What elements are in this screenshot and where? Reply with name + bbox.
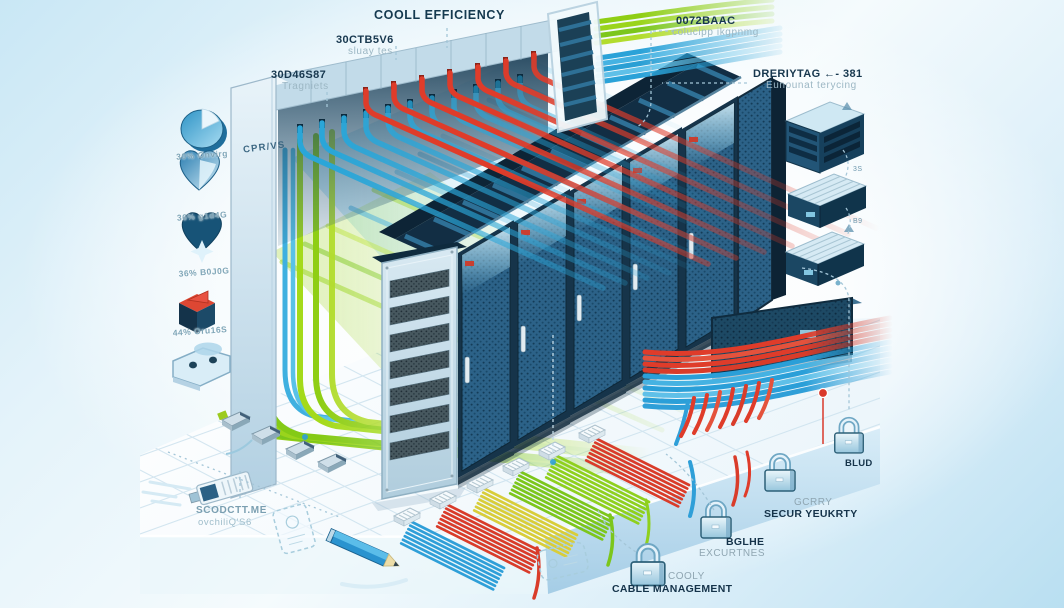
red-cable-arcs (363, 52, 879, 267)
blue-dots (302, 280, 841, 465)
lock-label-line2: EXCURTNES (699, 548, 765, 559)
lock-label-line2: SECUR YEUKRTY (764, 508, 858, 520)
label-top-right-sub: colucipp ikgpnmg (672, 27, 759, 38)
label-cool-efficiency: COOLL EFFICIENCY (374, 8, 505, 22)
stat-value: 36% (178, 267, 198, 279)
floor-connectors (217, 410, 347, 474)
label-mid-right-sub: Eunounat terycing (766, 80, 857, 91)
pencil-icon (325, 528, 408, 589)
bottom-left-sub: ovchiliQ'S6 (198, 517, 252, 528)
right-cable-bundle (642, 315, 893, 410)
tiny-mark: B9 (853, 218, 863, 225)
mounting-bracket (172, 347, 231, 391)
label-panel-left-sub: Tragniets (282, 81, 329, 92)
vent-slots (389, 268, 450, 461)
label-top-right-title: 0072BAAC (676, 15, 736, 27)
stat-value: 44% (172, 326, 192, 338)
lock-label-line2: CABLE MANAGEMENT (612, 583, 733, 595)
partial-icon (194, 342, 222, 356)
label-panel-left-title: 30D46S87 (271, 69, 327, 81)
label-panel-top-title: 30CTB5V6 (336, 34, 394, 46)
cable-drapes-right (674, 378, 774, 446)
bottom-left-title: SCODCTT.ME (196, 505, 267, 516)
front-server-rack (372, 242, 467, 511)
heart-arrow-icon (181, 212, 222, 263)
device-outline (536, 541, 589, 581)
server-stack-icons (784, 101, 867, 287)
tiny-mark: 3S (853, 166, 863, 173)
lock-label-line1: GCRRY (794, 497, 833, 508)
leader-lines (167, 28, 850, 553)
map-pin (817, 387, 829, 444)
card-outline (272, 503, 316, 555)
stat-label: g1d4G (197, 209, 228, 222)
pie-chart-icon (180, 108, 227, 152)
stat-label: B0J0G (199, 265, 230, 278)
lock-label-line1: BGLHE (726, 536, 765, 548)
label-panel-top-sub: sluay tes (348, 46, 393, 57)
rack-unit-icon (784, 101, 866, 174)
stat-label: Onvirg (197, 148, 229, 161)
lock-label-line1: COOLY (668, 571, 705, 582)
lock-label-line1: BLUD (845, 458, 873, 469)
heart-pie-icon (179, 150, 220, 191)
adapter-device (141, 471, 254, 507)
top-patch-panel (546, 0, 783, 134)
cube-icon (179, 290, 215, 333)
stat-value: 36% (176, 211, 196, 223)
cable-tray-bundles (393, 424, 752, 600)
stat-value: 30% (175, 150, 195, 162)
stat-icons (179, 108, 227, 356)
label-mid-right-title: DRERIYTAG ←- 381 (753, 68, 863, 80)
